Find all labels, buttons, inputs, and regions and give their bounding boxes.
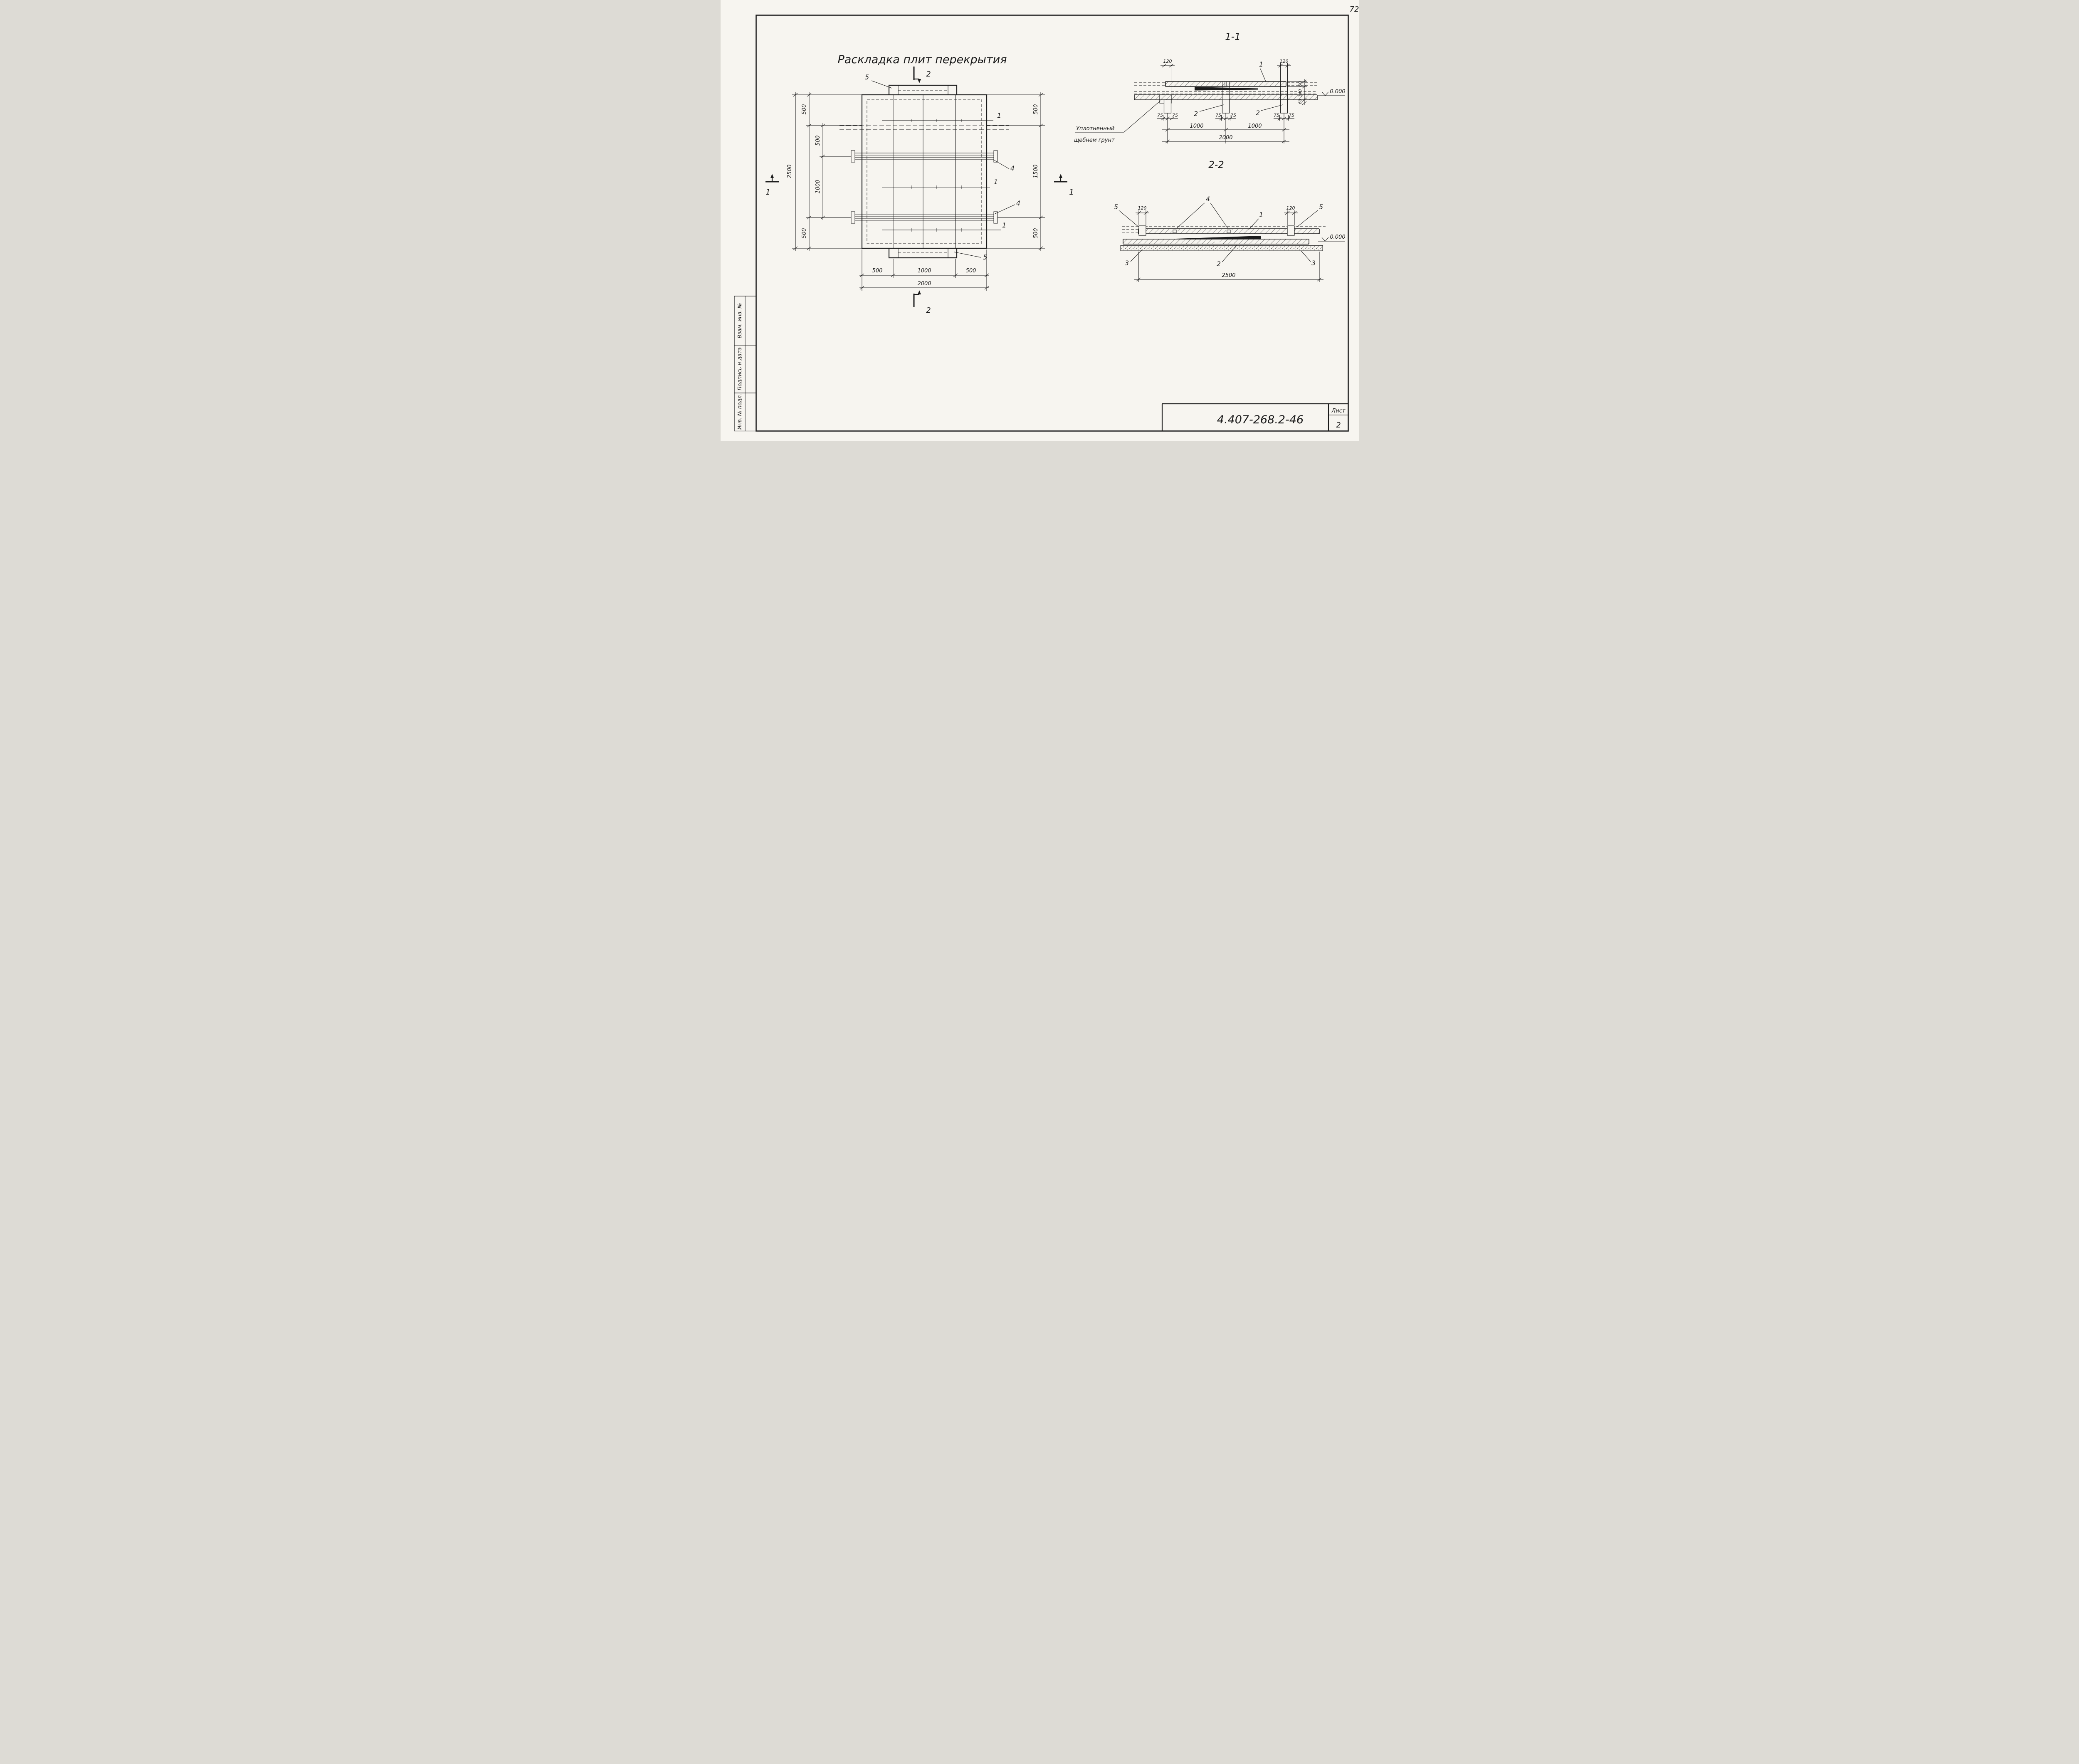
plan-item-plate-2: 1 — [993, 178, 998, 186]
section-1-1-dim-t1: 60 — [1298, 82, 1303, 87]
plan-dim-bottom-mid: 1000 — [917, 268, 931, 274]
section-mark-1-left-label: 1 — [765, 188, 770, 197]
page-number: 72 — [1349, 5, 1358, 14]
plan-dim-total-width: 2000 — [917, 281, 931, 287]
section-1-1-dim-bolt-right: 120 — [1279, 59, 1288, 64]
section-2-2-dim-bolt-right: 120 — [1286, 205, 1295, 211]
drawing-sheet: 72 Взам. инв. № Подпись и дата Инв. № по… — [720, 0, 1359, 441]
plan-tie-strips-linework — [851, 150, 998, 224]
sheet-label: Лист — [1331, 408, 1345, 414]
plan-view: Раскладка плит перекрытия — [765, 53, 1074, 315]
section-2-2-linework — [1119, 203, 1345, 282]
section-1-1-note-line1: Уплотненный — [1076, 126, 1114, 132]
plan-dim-bottom-left: 500 — [872, 268, 882, 274]
plan-dimension-linework — [792, 92, 1045, 291]
section-1-1-dim-75-3: 75 — [1215, 113, 1221, 118]
section-2-2-title: 2-2 — [1208, 160, 1224, 170]
plan-title: Раскладка плит перекрытия — [837, 53, 1007, 66]
plan-dim-bottom-right: 500 — [965, 268, 976, 274]
section-1-1-elevation: 0.000 — [1330, 89, 1345, 95]
section-1-1-dim-t2: 140 — [1298, 89, 1303, 97]
section-1-1-dim-75-1: 75 — [1157, 113, 1163, 118]
section-1-1-dim-75-2: 75 — [1172, 113, 1178, 118]
section-1-1-item-support-2: 2 — [1255, 109, 1259, 117]
section-1-1-linework — [1074, 63, 1345, 143]
section-mark-2-bottom: 2 — [913, 290, 931, 315]
section-1-1-dim-75-4: 75 — [1230, 113, 1236, 118]
plan-dim-right-bottom: 500 — [1033, 228, 1039, 239]
section-1-1-item-plate: 1 — [1259, 60, 1263, 68]
plan-dim-inner-mid: 1000 — [815, 180, 821, 193]
plan-item-tie-top: 4 — [1010, 164, 1014, 172]
section-mark-1-right: 1 — [1054, 174, 1074, 197]
stamp-label-vzam: Взам. инв. № — [736, 303, 743, 338]
plan-dim-right-top: 500 — [1033, 104, 1039, 115]
plan-dim-left-top: 500 — [801, 104, 807, 115]
section-2-2-elevation: 0.000 — [1330, 234, 1345, 240]
section-mark-1-right-label: 1 — [1069, 188, 1074, 197]
plan-item-tie-bottom: 4 — [1016, 199, 1020, 207]
plan-dim-right-mid: 1500 — [1033, 164, 1039, 178]
section-1-1-dim-bolt-left: 120 — [1163, 59, 1172, 64]
section-mark-2-top-label: 2 — [926, 70, 931, 79]
section-2-2-item-tie: 4 — [1205, 195, 1210, 203]
drawing-canvas: 72 Взам. инв. № Подпись и дата Инв. № по… — [720, 0, 1359, 441]
plan-plate-marks-linework — [881, 119, 1001, 232]
section-mark-1-left: 1 — [765, 174, 779, 197]
section-1-1-dim-bay-1: 1000 — [1190, 123, 1203, 129]
plan-item-anchor-top: 5 — [864, 73, 869, 81]
plan-leaders-linework — [871, 80, 1015, 258]
doc-number: 4.407-268.2-46 — [1217, 413, 1303, 426]
section-2-2-item-support: 2 — [1216, 260, 1220, 268]
section-2-2-item-plate: 1 — [1259, 211, 1263, 219]
plan-dim-inner-top: 500 — [815, 136, 821, 146]
section-1-1-dim-total: 2000 — [1219, 135, 1232, 141]
section-2-2-item-ground-right: 3 — [1311, 259, 1315, 267]
plan-dim-left-bottom: 500 — [801, 228, 807, 239]
section-mark-2-bottom-label: 2 — [926, 306, 931, 315]
section-1-1-dim-bay-2: 1000 — [1248, 123, 1262, 129]
section-2-2-dim-total: 2500 — [1222, 272, 1235, 279]
section-2-2-item-anchor-right: 5 — [1319, 203, 1323, 211]
sheet-number: 2 — [1336, 421, 1341, 430]
section-2-2-item-ground-left: 3 — [1124, 259, 1128, 267]
section-2-2-item-anchor-left: 5 — [1114, 203, 1118, 211]
drawing-border — [755, 15, 1349, 432]
stamp-label-podpis: Подпись и дата — [736, 347, 743, 390]
section-1-1-dim-75-5: 75 — [1274, 113, 1279, 118]
section-1-1-title: 1-1 — [1225, 32, 1241, 42]
section-1-1-dim-t3: 60 — [1298, 99, 1303, 104]
plan-item-plate-1: 1 — [997, 111, 1001, 119]
section-1-1-dim-75-6: 75 — [1289, 113, 1294, 118]
paper-background — [720, 0, 1359, 441]
stamp-label-inv: Инв. № подл. — [736, 394, 743, 430]
title-block: 4.407-268.2-46 Лист 2 — [1161, 403, 1348, 431]
plan-dim-total-height: 2500 — [787, 164, 793, 178]
section-mark-2-top: 2 — [913, 67, 931, 83]
plan-item-plate-3: 1 — [1002, 221, 1006, 229]
section-2-2: 2-2 — [1114, 160, 1345, 282]
plan-item-anchor-bottom: 5 — [983, 253, 987, 261]
section-2-2-dim-bolt-left: 120 — [1138, 205, 1146, 211]
section-1-1: 1-1 — [1074, 32, 1345, 143]
section-1-1-item-support-1: 2 — [1193, 110, 1198, 118]
section-1-1-note-line2: щебнем грунт — [1074, 137, 1115, 143]
frame-stamp: Взам. инв. № Подпись и дата Инв. № подл. — [733, 296, 756, 432]
